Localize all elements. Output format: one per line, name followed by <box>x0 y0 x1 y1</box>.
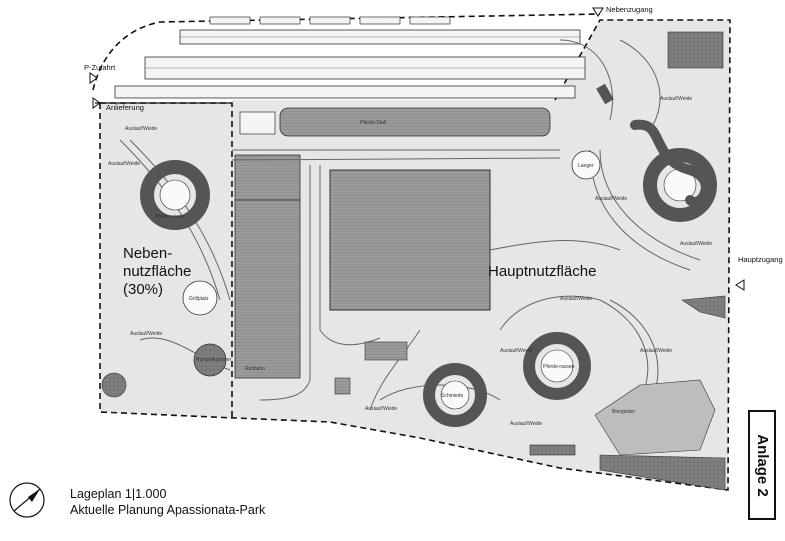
svg-text:Auslauf/Weide: Auslauf/Weide <box>510 421 542 427</box>
rumpelkammer-circle <box>193 343 227 377</box>
top-right-block <box>667 31 724 69</box>
svg-text:Auslauf/Weide: Auslauf/Weide <box>365 406 397 412</box>
anlieferung-label: Anlieferung <box>106 103 144 112</box>
stable-building <box>279 107 551 137</box>
laeger-circle <box>571 150 601 180</box>
parking-lines <box>145 36 585 69</box>
neben-label-line3: (30%) <box>123 281 163 298</box>
svg-text:Auslauf/Weide: Auslauf/Weide <box>660 96 692 102</box>
svg-text:Auslauf/Weide: Auslauf/Weide <box>595 196 627 202</box>
small-building <box>239 111 276 135</box>
neben-label-line1: Neben- <box>123 245 172 262</box>
caption-scale: Lageplan 1|1.000 <box>70 487 167 501</box>
schmiede-center <box>440 380 470 410</box>
svg-text:Auslauf/Weide: Auslauf/Weide <box>640 348 672 354</box>
pferde-rassen-center <box>540 349 574 383</box>
small-building-bottom-3 <box>529 444 576 456</box>
stable-building-label: Pferde-Stall <box>360 120 386 126</box>
grillplatz-label: Grillplatz <box>189 296 209 302</box>
p-zufahrt-label: P-Zufahrt <box>84 63 116 72</box>
biergarten-label: Biergarten <box>612 409 635 415</box>
anlage-label: Anlage 2 <box>753 433 771 497</box>
neben-label-line2: nutzfläche <box>123 263 191 280</box>
schmiede-label: Schmiede <box>441 393 463 399</box>
snake-path <box>630 119 711 207</box>
site-boundary <box>99 19 731 491</box>
left-arena-ring <box>140 160 210 230</box>
haupt-label: Hauptnutzfläche <box>488 263 596 280</box>
svg-text:Auslauf/Weide: Auslauf/Weide <box>680 241 712 247</box>
hauptzugang-arrow <box>735 279 745 291</box>
anlage-box: Anlage 2 <box>748 410 776 520</box>
reitbahn-building <box>234 199 301 379</box>
auslauf-labels: Auslauf/Weide Auslauf/Weide Auslauf/Weid… <box>108 96 712 427</box>
pferdewiese-label: Pferde-wiese <box>155 214 184 220</box>
compass-icon <box>9 482 45 518</box>
anlieferung-arrow <box>92 97 101 109</box>
svg-text:Auslauf/Weide: Auslauf/Weide <box>560 296 592 302</box>
reitbahn-label: Reitbahn <box>245 366 265 372</box>
biergarten-edge <box>594 379 716 456</box>
nebenzugang-arrow <box>592 7 604 17</box>
main-hall <box>329 169 491 311</box>
small-building-bottom-1 <box>364 341 408 361</box>
small-building-bottom-2 <box>334 377 351 395</box>
hauptzugang-label: Hauptzugang <box>738 255 783 264</box>
reitbahn-building-top <box>234 154 301 201</box>
top-boxes <box>209 16 451 25</box>
right-wedge <box>681 295 726 319</box>
parking-rows <box>114 29 586 99</box>
svg-text:Auslauf/Weide: Auslauf/Weide <box>108 161 140 167</box>
p-zufahrt-arrow <box>89 72 98 84</box>
pferde-rassen-ring <box>523 332 591 400</box>
svg-text:Auslauf/Weide: Auslauf/Weide <box>500 348 532 354</box>
svg-text:Auslauf/Weide: Auslauf/Weide <box>130 331 162 337</box>
left-arena-center <box>159 179 191 211</box>
rumpelkammer-label: Rumpelkammer <box>196 357 232 363</box>
grillplatz-circle <box>182 280 218 316</box>
nebenzugang-label: Nebenzugang <box>606 5 653 14</box>
svg-text:Auslauf/Weide: Auslauf/Weide <box>125 126 157 132</box>
bottom-right-block <box>599 454 726 491</box>
caption-title: Aktuelle Planung Apassionata-Park <box>70 503 266 517</box>
small-dark-circle <box>101 372 127 398</box>
schmiede-ring <box>423 363 487 427</box>
hauptzugang-gate <box>596 83 614 105</box>
pferde-rassen-label: Pferde-rassen <box>543 364 575 370</box>
laeger-label: Laeger <box>578 163 594 169</box>
